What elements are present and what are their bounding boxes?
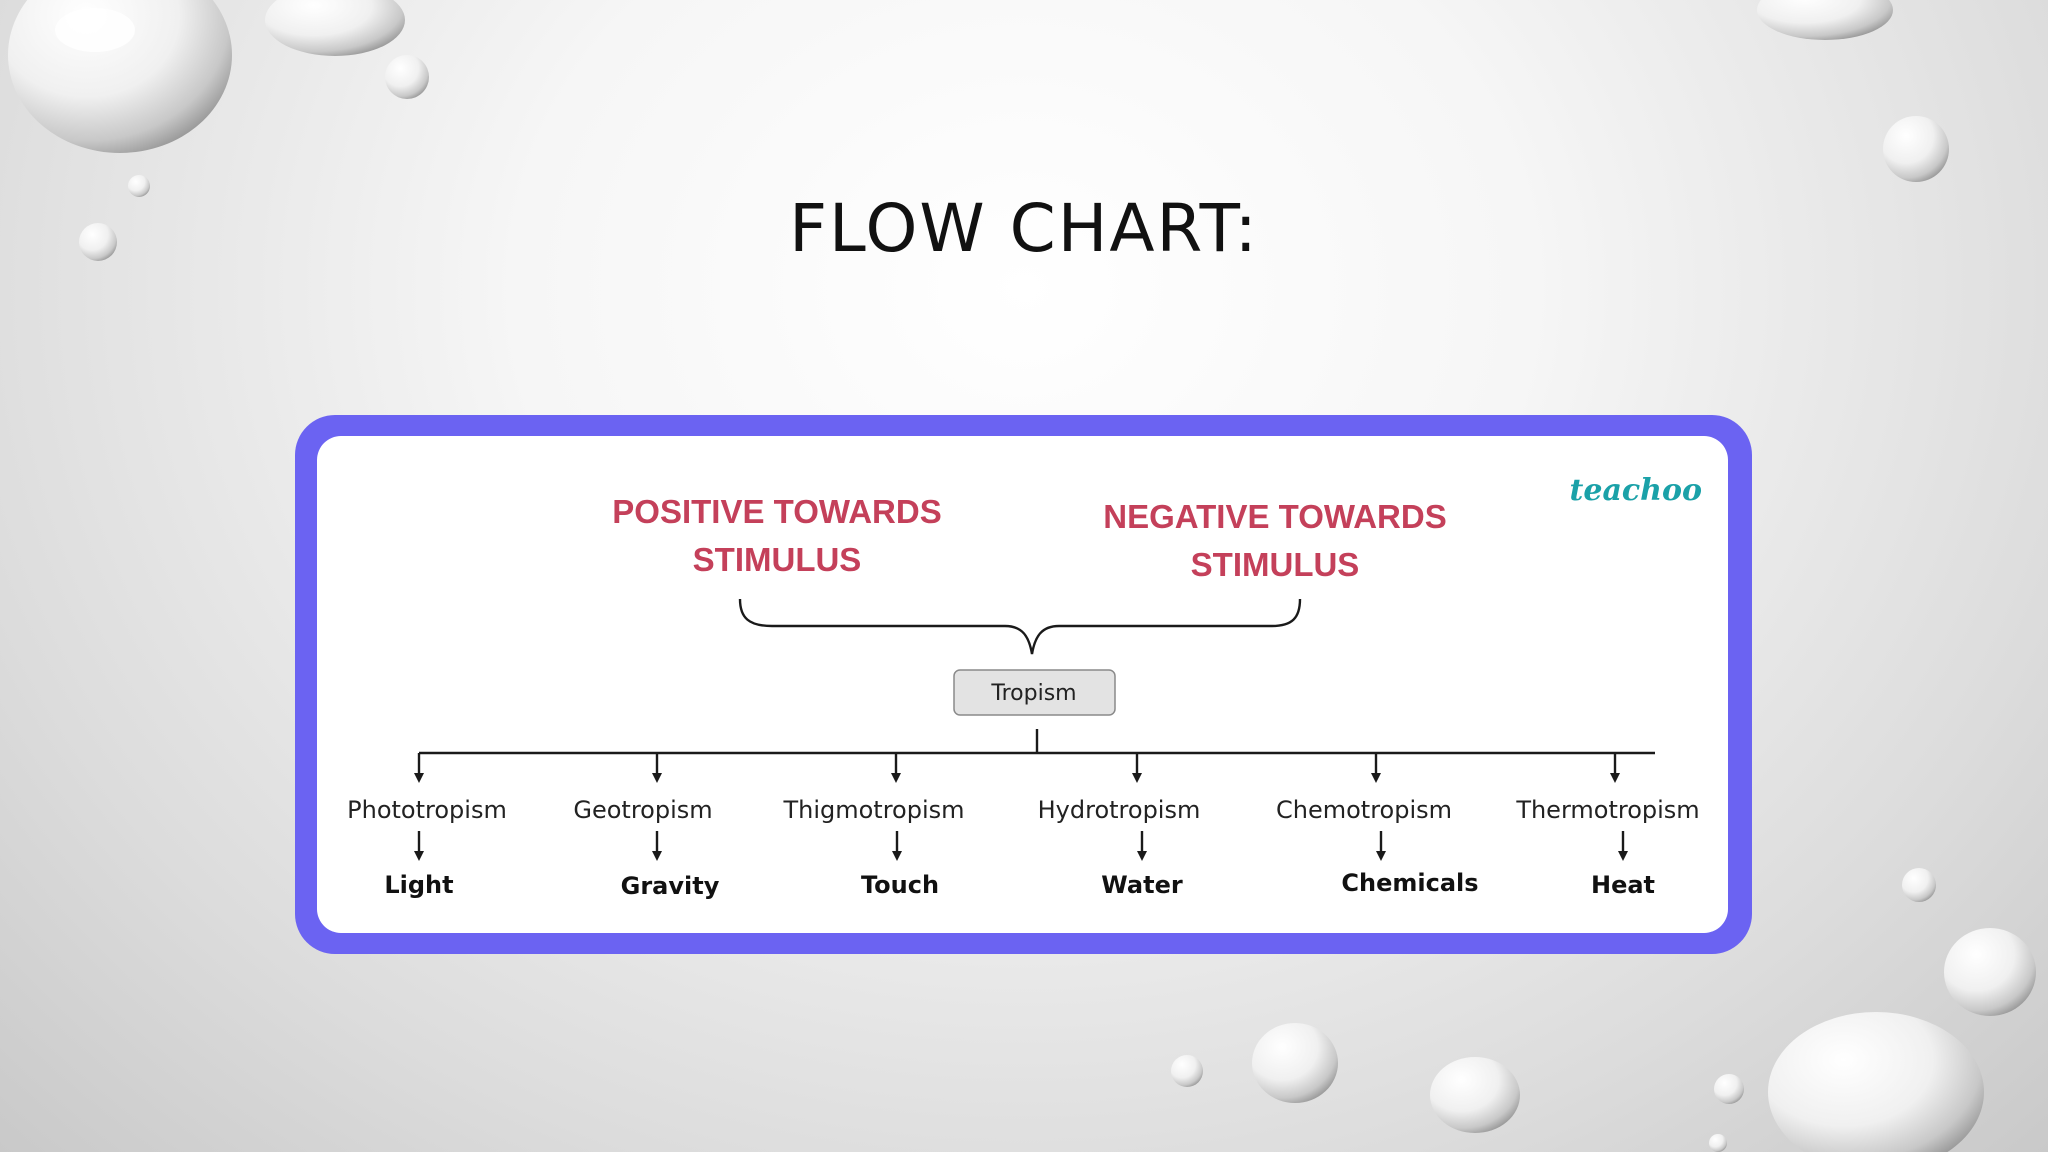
branch-arrows [414,753,1620,783]
drop [1252,1023,1338,1103]
drop [385,55,429,99]
drop [1944,928,2036,1016]
tropism-box: Tropism [953,669,1116,716]
drop [1709,1134,1727,1152]
branch-type-label: Thigmotropism [782,796,964,824]
drop [1171,1055,1203,1087]
positive-heading-line1: POSITIVE TOWARDS [612,493,941,530]
drop [1883,116,1949,182]
stimulus-label: Chemicals [1341,869,1478,897]
arrow-down-icon [414,831,424,861]
drop [1430,1057,1520,1133]
arrow-down-icon [652,831,662,861]
tropism-label: Tropism [990,681,1076,706]
negative-heading-line2: STIMULUS [1191,546,1360,583]
branch-type-label: Chemotropism [1276,796,1452,824]
drop [79,223,117,261]
arrow-down-icon [1137,831,1147,861]
drop [8,0,232,153]
arrow-down-icon [892,831,902,861]
stimulus-arrows [414,831,1628,861]
arrow-down-icon [1376,831,1386,861]
stimulus-label: Light [384,871,453,899]
branch-type-label: Phototropism [347,796,507,824]
drop [265,0,405,56]
arrow-down-icon [1132,753,1142,783]
arrow-down-icon [652,753,662,783]
arrow-down-icon [1371,753,1381,783]
stimulus-label: Gravity [621,872,720,900]
drop [1768,1012,1984,1152]
stimulus-label: Water [1101,871,1183,899]
drop [128,175,150,197]
flowchart-panel: teachoo POSITIVE TOWARDS STIMULUS NEGATI… [317,436,1728,933]
branch-type-label: Hydrotropism [1038,796,1201,824]
arrow-down-icon [891,753,901,783]
negative-heading-line1: NEGATIVE TOWARDS [1103,498,1446,535]
teachoo-logo: teachoo [1570,473,1702,508]
flowchart-frame: teachoo POSITIVE TOWARDS STIMULUS NEGATI… [295,415,1752,954]
heading-brace [738,598,1302,655]
slide-title: FLOW CHART: [789,190,1259,267]
branch-type-label: Thermotropism [1515,796,1699,824]
drop [1757,0,1893,40]
drop [1902,868,1936,902]
drop [1714,1074,1744,1104]
branch-type-label: Geotropism [573,796,712,824]
positive-heading-line2: STIMULUS [693,541,862,578]
arrow-down-icon [1618,831,1628,861]
stimulus-label: Touch [861,871,939,899]
tropism-diagram: teachoo POSITIVE TOWARDS STIMULUS NEGATI… [347,473,1702,900]
arrow-down-icon [414,753,424,783]
stimulus-label: Heat [1591,871,1655,899]
arrow-down-icon [1610,753,1620,783]
